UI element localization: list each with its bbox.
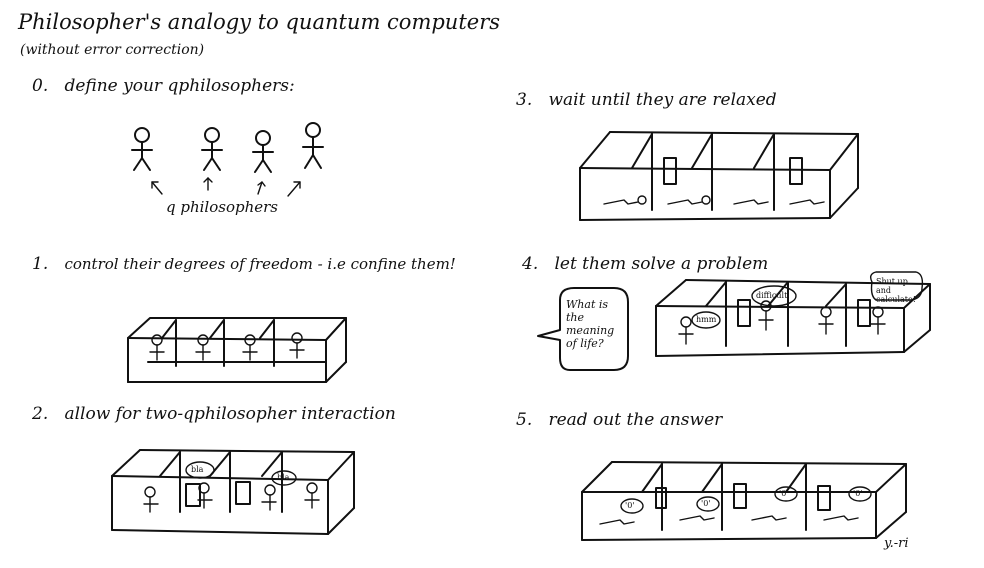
interacting-philosophers — [143, 461, 320, 513]
stick-figure-3 — [252, 130, 274, 173]
box-step-3 — [579, 131, 859, 221]
step-2-text: allow for two-qphilosopher interaction — [64, 404, 396, 424]
answering-philosophers — [599, 486, 872, 525]
step-2-number: 2. — [32, 404, 49, 424]
question-bubble-text: What is the meaning of life? — [566, 298, 615, 350]
step-3: 3. wait until they are relaxed — [516, 90, 777, 110]
comic-title: Philosopher's analogy to quantum compute… — [18, 10, 501, 34]
step-5-number: 5. — [516, 410, 533, 430]
step-0-text: define your qphilosophers: — [64, 76, 295, 96]
step-0-number: 0. — [32, 76, 49, 96]
step-4-text: let them solve a problem — [554, 254, 769, 274]
step-4-number: 4. — [522, 254, 539, 274]
confined-philosophers — [149, 332, 305, 361]
stick-figure-4 — [302, 122, 324, 169]
comic-subtitle: (without error correction) — [20, 42, 205, 58]
step-3-text: wait until they are relaxed — [548, 90, 777, 110]
signature: y.-ri — [884, 536, 909, 551]
answer-bubble-3: '0' — [779, 489, 789, 498]
step-1-number: 1. — [32, 254, 49, 274]
step-3-number: 3. — [516, 90, 533, 110]
relaxed-philosophers — [603, 195, 825, 205]
answer-bubble-1: '0' — [625, 501, 635, 510]
answer-bubble-4: '0' — [853, 489, 863, 498]
stick-figure-2 — [201, 127, 223, 171]
step-2: 2. allow for two-qphilosopher interactio… — [32, 404, 396, 424]
box-step-5 — [581, 461, 907, 541]
hmm-bubble: hmm — [696, 315, 717, 324]
step-1: 1. control their degrees of freedom - i.… — [32, 254, 456, 274]
thinking-philosophers — [678, 271, 924, 345]
step-5: 5. read out the answer — [516, 410, 722, 430]
step-5-text: read out the answer — [548, 410, 723, 430]
box-step-4 — [655, 279, 931, 357]
box-step-1 — [127, 317, 347, 383]
stick-figure-1 — [131, 127, 153, 171]
step-0: 0. define your qphilosophers: — [32, 76, 295, 96]
box-step-2 — [111, 449, 355, 535]
shut-up-bubble: Shut up and calculate! — [876, 277, 916, 304]
pointer-arrows — [151, 177, 301, 197]
question-bubble — [537, 287, 629, 371]
bla-bubble-2: bla — [277, 473, 290, 482]
bla-bubble-1: bla — [191, 465, 204, 474]
difficult-bubble: difficult — [756, 291, 788, 300]
q-philosophers-label: q philosophers — [166, 198, 278, 216]
step-4: 4. let them solve a problem — [522, 254, 768, 274]
step-1-text: control their degrees of freedom - i.e c… — [64, 255, 456, 273]
answer-bubble-2: '0' — [701, 499, 711, 508]
